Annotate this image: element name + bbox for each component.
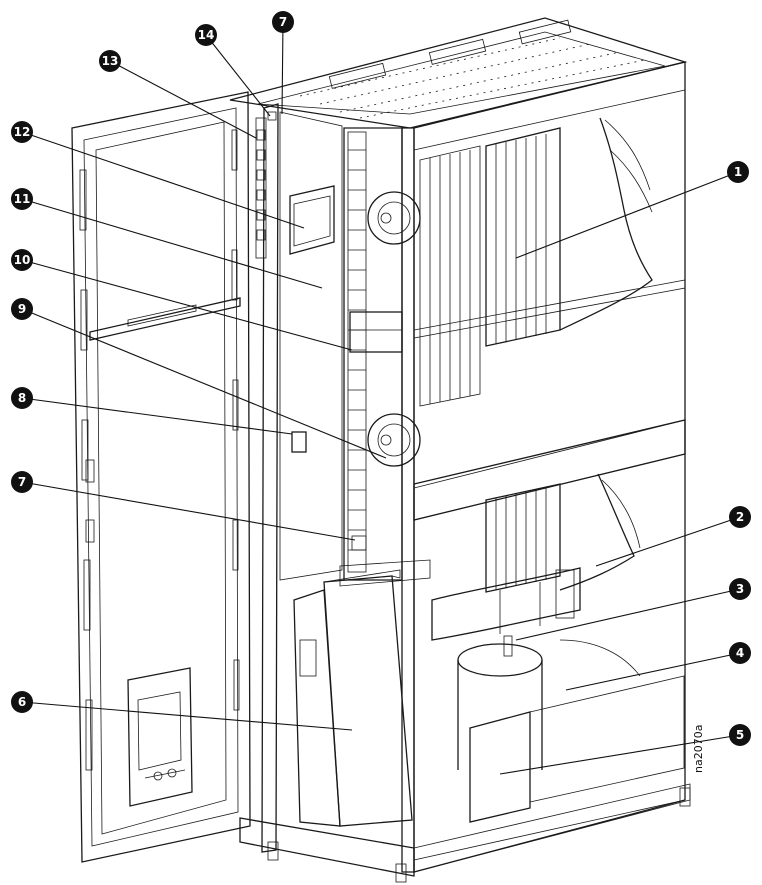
callout-badge <box>729 642 751 664</box>
upper-fan <box>367 191 421 245</box>
callout-leader-line <box>515 588 741 641</box>
callout-number: 11 <box>14 192 31 206</box>
callout-leader-line <box>21 481 356 541</box>
fan-bracket <box>349 311 403 353</box>
callout-badge <box>11 387 33 409</box>
coil-column <box>343 127 421 581</box>
top-vent-pattern <box>299 19 646 119</box>
callout-badge <box>11 471 33 493</box>
callout-badge <box>11 121 33 143</box>
callout-badge <box>11 188 33 210</box>
callout-1: 1 <box>515 161 749 259</box>
callout-number: 1 <box>734 165 742 179</box>
drain-pan <box>469 711 531 823</box>
callout-number: 2 <box>736 510 744 524</box>
cabinet-frame <box>229 17 691 883</box>
callout-leader-line <box>109 60 257 139</box>
callout-leader-line <box>595 516 741 567</box>
callout-number: 3 <box>736 582 744 596</box>
cabinet-base <box>239 817 415 877</box>
callout-leader-line <box>21 131 305 229</box>
callout-number: 6 <box>18 695 26 709</box>
callout-3: 3 <box>515 578 751 641</box>
electrical-box <box>293 559 431 827</box>
controller-box <box>289 185 335 255</box>
callout-leader-line <box>205 34 271 117</box>
callout-4: 4 <box>565 642 751 691</box>
callout-12: 12 <box>11 121 305 229</box>
callout-leader-line <box>281 21 284 115</box>
callout-leader-line <box>21 397 293 435</box>
callout-badge <box>272 11 294 33</box>
callout-8: 8 <box>11 387 293 435</box>
door-slots <box>79 129 240 771</box>
callout-7: 7 <box>272 11 294 115</box>
callout-6: 6 <box>11 691 353 731</box>
callout-badge <box>729 724 751 746</box>
front-door <box>71 91 251 863</box>
callout-badge <box>729 506 751 528</box>
callout-number: 14 <box>198 28 215 42</box>
lower-section <box>413 453 686 861</box>
callout-leader-line <box>515 171 739 259</box>
callout-number: 10 <box>14 253 31 267</box>
lower-coil <box>485 473 641 593</box>
callout-badge <box>11 249 33 271</box>
electrical-strip <box>255 117 267 259</box>
door-lock-panel <box>127 667 193 807</box>
callout-leader-line <box>21 701 353 731</box>
callout-number: 9 <box>18 302 26 316</box>
upper-coil-section <box>413 89 686 521</box>
figure-id-label: na2070a <box>692 725 705 773</box>
callout-5: 5 <box>499 724 751 775</box>
small-switch <box>291 431 307 453</box>
callout-badge <box>729 578 751 600</box>
callout-badge <box>727 161 749 183</box>
callout-badge <box>99 50 121 72</box>
humidifier-cylinder <box>457 635 543 770</box>
lower-fan <box>367 413 421 467</box>
callout-7: 7 <box>11 471 356 541</box>
callout-11: 11 <box>11 188 323 289</box>
callout-2: 2 <box>595 506 751 567</box>
callout-9: 9 <box>11 298 387 459</box>
callout-leader-line <box>21 198 323 289</box>
callout-badge <box>195 24 217 46</box>
callout-leader-line <box>21 308 387 459</box>
door-handle-bar <box>89 297 241 341</box>
callout-13: 13 <box>99 50 257 139</box>
callout-number: 7 <box>279 15 287 29</box>
callout-number: 12 <box>14 125 31 139</box>
piping <box>431 567 581 641</box>
callout-leader-line <box>21 259 353 351</box>
callout-number: 5 <box>736 728 744 742</box>
callout-number: 13 <box>102 54 119 68</box>
interior-left-panel <box>255 111 343 581</box>
callout-number: 8 <box>18 391 26 405</box>
callout-number: 4 <box>736 646 744 660</box>
callout-leader-line <box>499 734 741 775</box>
callout-10: 10 <box>11 249 353 351</box>
callout-leader-line <box>565 652 741 691</box>
callout-14: 14 <box>195 24 271 117</box>
callout-badge <box>11 691 33 713</box>
callout-number: 7 <box>18 475 26 489</box>
callout-badge <box>11 298 33 320</box>
